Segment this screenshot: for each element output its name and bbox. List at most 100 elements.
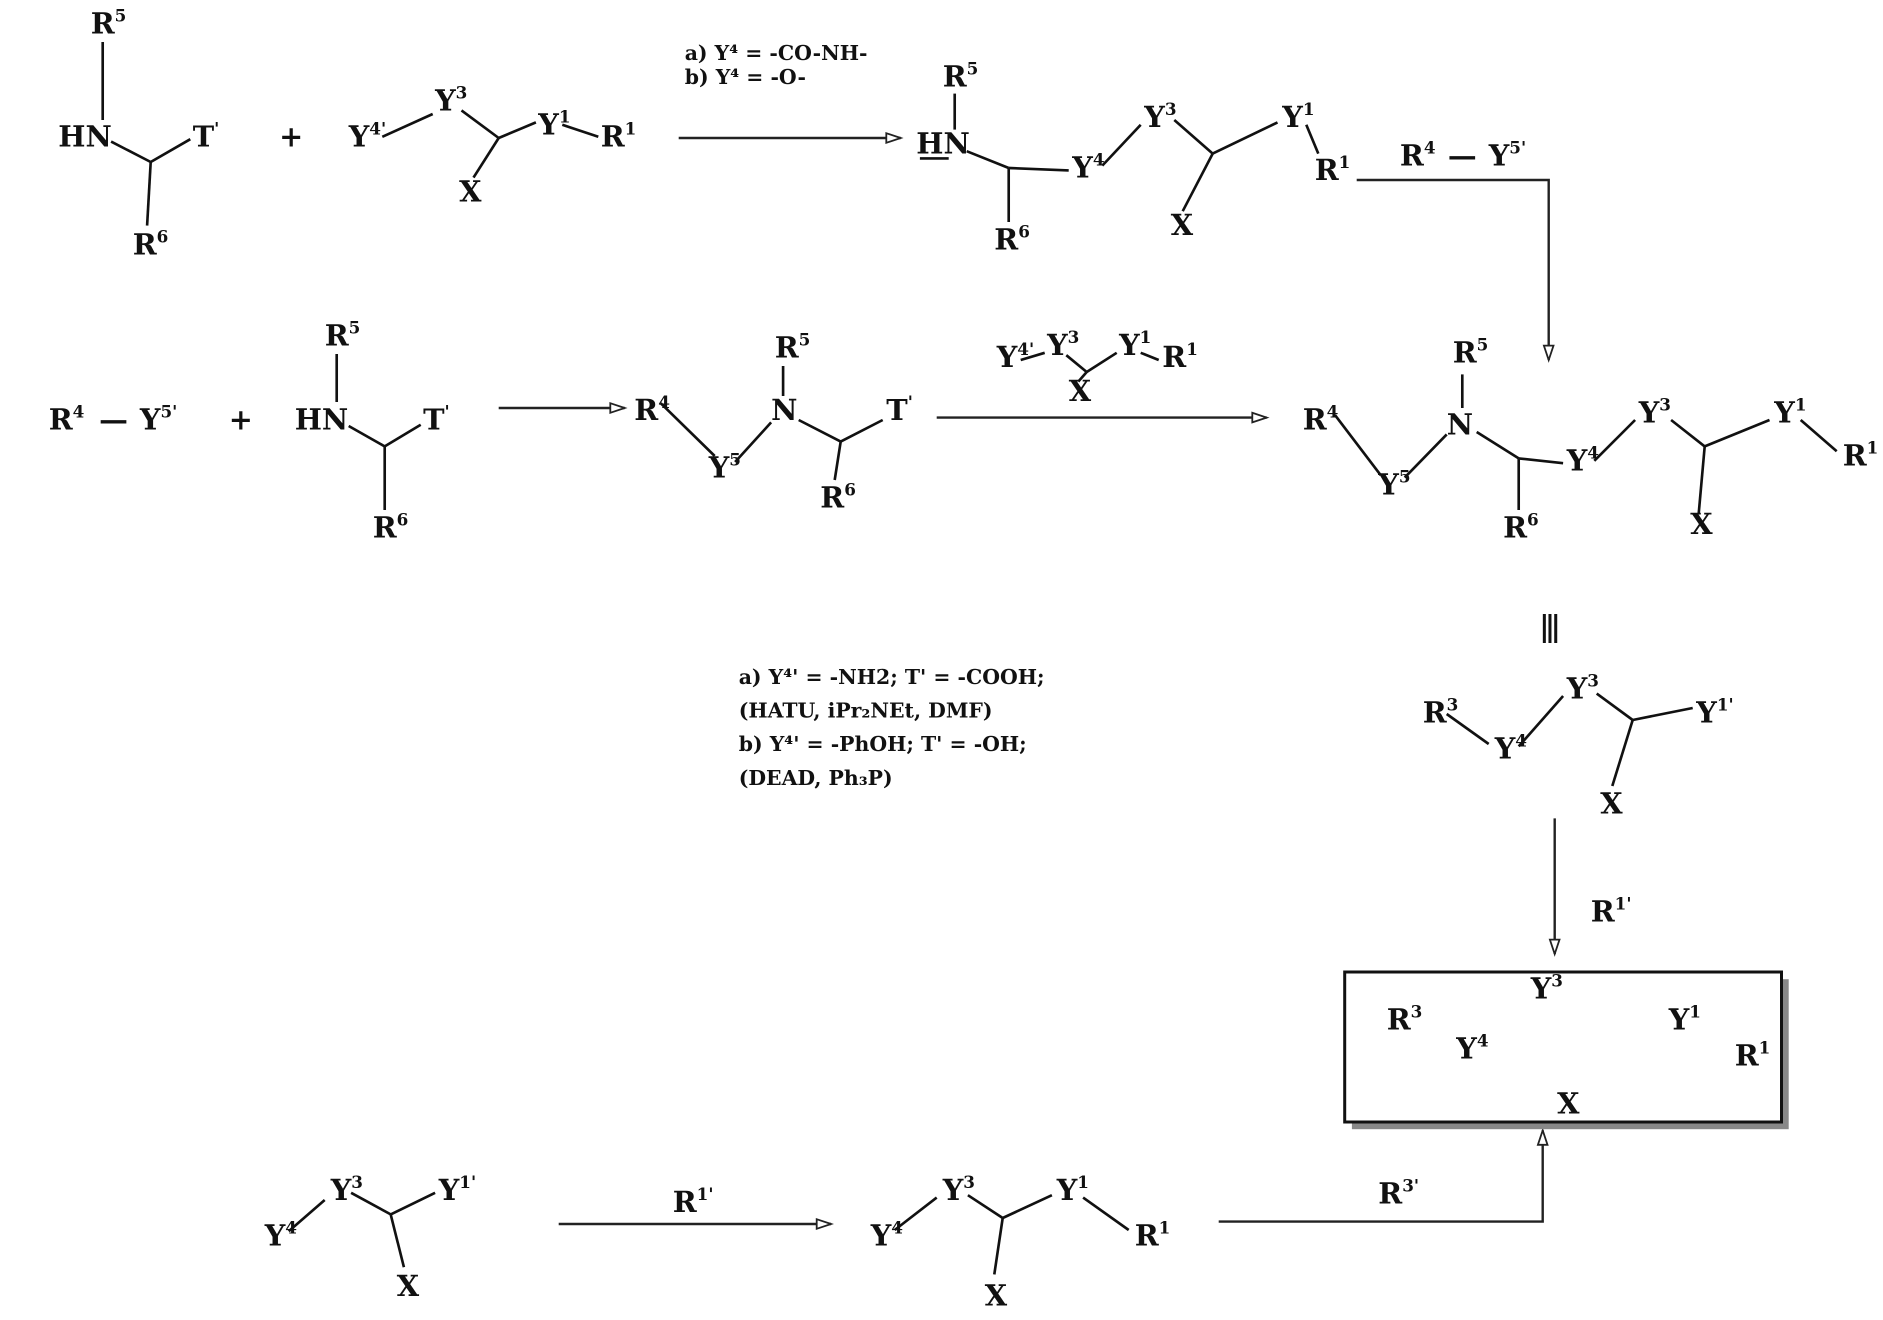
atom-superscript: 1 (559, 106, 571, 126)
atom-symbol: T (423, 403, 445, 437)
atom-superscript: 3 (1165, 99, 1177, 119)
atom-symbol: N (771, 393, 797, 427)
atom-symbol: Y (1118, 328, 1140, 362)
atom-symbol: Y (264, 1219, 286, 1253)
bond-line (1183, 154, 1213, 212)
atom-superscript: 1 (1759, 1038, 1771, 1058)
bond-line (968, 1195, 1003, 1218)
bond-line (462, 110, 499, 138)
conditions-line: b) Y⁴' = -PhOH; T' = -OH; (739, 732, 1027, 756)
atom-superscript: 6 (397, 510, 409, 530)
start-x-label: X (397, 1269, 420, 1303)
arrowhead-icon (610, 403, 624, 413)
atom-superscript: 1' (1615, 894, 1632, 914)
atom-superscript: 4' (369, 118, 386, 138)
atom-symbol: Y (1494, 731, 1516, 765)
bond-line (1102, 125, 1140, 166)
amine-r6-label: R6 (133, 226, 169, 261)
intermediate-y4-label: Y4 (1071, 150, 1104, 185)
product-r1-label: R1 (1843, 438, 1879, 473)
bond-line (474, 138, 499, 178)
atom-symbol: X (1069, 374, 1092, 408)
atom-symbol: Y (870, 1219, 892, 1253)
bond-line (967, 151, 1009, 168)
atom-symbol: R (673, 1185, 698, 1219)
atom-symbol: X (1557, 1087, 1580, 1121)
amine-t-label: T' (193, 118, 220, 153)
bond-line (1174, 120, 1212, 154)
atom-symbol: X (397, 1269, 420, 1303)
conditions-line: (HATU, iPr₂NEt, DMF) (739, 699, 993, 723)
reagent-dash-label: — (99, 403, 128, 437)
atom-symbol: R (994, 223, 1019, 257)
atom-superscript: 3 (1551, 970, 1563, 990)
atom-symbol: Y (1488, 139, 1510, 173)
atom-symbol: Y (1455, 1031, 1477, 1065)
arrowhead-icon (1550, 940, 1560, 954)
atom-symbol: Y (1668, 1003, 1690, 1037)
atom-symbol: Y (1143, 100, 1165, 134)
bond-line (1699, 446, 1705, 513)
atom-superscript: ' (908, 392, 913, 412)
plus-sign: + (229, 403, 253, 437)
conditions-line: (DEAD, Ph₃P) (739, 766, 893, 790)
intermediate-x-label: X (985, 1279, 1008, 1313)
scheme-step_r1_label-label: R1' (1591, 894, 1632, 929)
fragment-r1-label: R1 (601, 118, 637, 153)
intermediate-r5-label: R5 (943, 58, 979, 93)
product-y3-label: Y3 (1638, 394, 1671, 429)
atom-symbol: R (1400, 139, 1425, 173)
intermediate-r1-label: R1 (1315, 152, 1351, 187)
amine-hn-label: HN (295, 403, 349, 437)
bond-line (1306, 125, 1318, 154)
intermediate-y5-label: Y5 (708, 450, 741, 485)
intermediate-x-label: X (1171, 208, 1194, 242)
atom-superscript: 5 (115, 6, 127, 26)
atom-superscript: 1 (1867, 438, 1879, 458)
atom-symbol: Y (348, 119, 370, 153)
intermediate-r4-label: R4 (634, 392, 670, 427)
intermediate-t-label: T' (886, 392, 913, 427)
atom-superscript: 3 (1447, 694, 1459, 714)
atom-superscript: 1 (1077, 1172, 1089, 1192)
reagent-r4-label: R4 (1400, 138, 1436, 173)
atom-symbol: Y (1566, 671, 1588, 705)
atom-superscript: 4 (1515, 730, 1527, 750)
atom-symbol: Y (537, 107, 559, 141)
atom-superscript: 1' (697, 1184, 714, 1204)
atom-superscript: 4 (285, 1218, 297, 1238)
atom-symbol: HN (58, 119, 112, 153)
bond-line (841, 420, 883, 442)
start-y4-label: Y4 (264, 1218, 297, 1253)
atom-superscript: 4 (1327, 402, 1339, 422)
atom-superscript: 1 (625, 118, 637, 138)
amine-hn-label: HN (58, 119, 112, 153)
atom-symbol: R (1591, 895, 1616, 929)
fragment-y3-label: Y3 (1046, 327, 1079, 362)
atom-symbol: T (886, 393, 908, 427)
intermediate-r6-label: R6 (994, 222, 1030, 257)
atom-symbol: R (1303, 403, 1328, 437)
atom-superscript: 3 (1587, 670, 1599, 690)
generic-x-label: X (1600, 787, 1623, 821)
product-r6-label: R6 (1503, 510, 1539, 545)
atom-symbol: Y (139, 403, 161, 437)
atom-superscript: 3 (963, 1172, 975, 1192)
reagent-dash-label: — (1448, 139, 1477, 173)
bond-line (111, 142, 151, 162)
atom-superscript: 4' (1017, 339, 1034, 359)
intermediate-r1-label: R1 (1135, 1218, 1171, 1253)
atom-symbol: Y (1638, 395, 1660, 429)
atom-symbol: R (601, 119, 626, 153)
atom-symbol: R (1387, 1003, 1412, 1037)
amine-t-label: T' (423, 402, 450, 437)
intermediate-hn-label: HN (916, 127, 970, 161)
intermediate-r5-label: R5 (775, 330, 811, 365)
fragment-x-label: X (1069, 374, 1092, 408)
product-r4-label: R4 (1303, 402, 1339, 437)
product-r5-label: R5 (1453, 334, 1489, 369)
atom-superscript: 4 (1587, 442, 1599, 462)
bond-line (147, 162, 151, 226)
atom-symbol: R (820, 481, 845, 515)
bond-line (1801, 420, 1837, 451)
